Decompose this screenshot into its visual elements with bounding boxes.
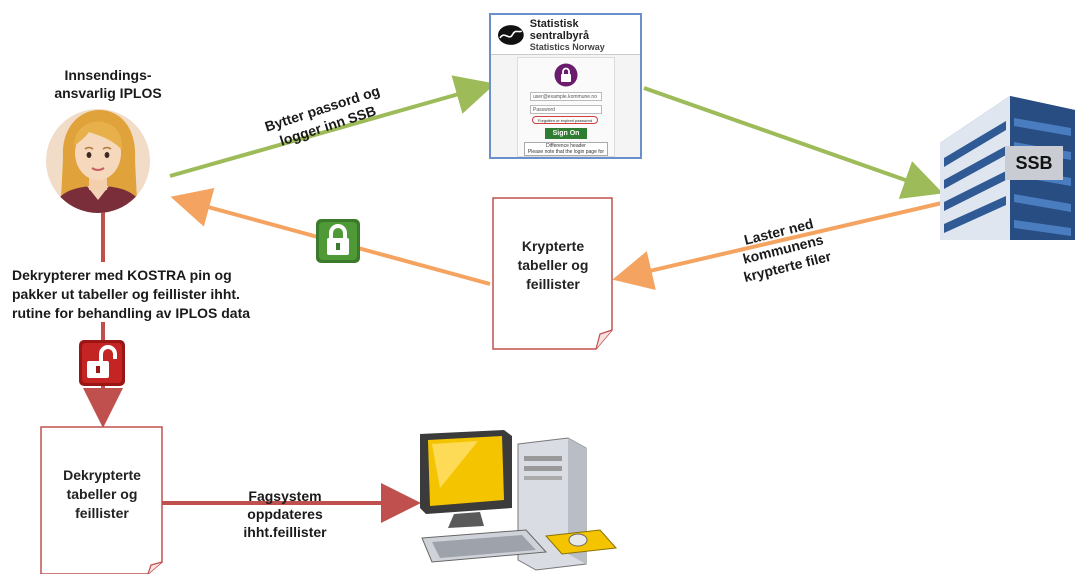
ssb-label: SSB [1005,146,1063,180]
login-username-field[interactable]: user@example.kommune.no [530,92,602,101]
step-update-label: Fagsystem oppdateres ihht.feillister [243,488,327,540]
person-label: Innsendings- ansvarlig IPLOS [54,67,162,101]
step-decrypt-label: Dekrypterer med KOSTRA pin og pakker ut … [12,267,251,321]
login-sign-on-button[interactable]: Sign On [545,128,587,139]
ssb-logo-icon [497,24,524,45]
login-brand-title: Statistisk sentralbyrå [529,17,590,42]
decrypted-document [40,426,163,574]
login-screenshot: Statistisk sentralbyrå Statistics Norway… [489,13,642,159]
login-lock-icon [554,63,578,87]
login-brand-subtitle: Statistics Norway [529,41,605,52]
login-password-field[interactable]: Password [530,105,602,114]
encrypted-document-text: Krypterte tabeller og feillister [517,238,589,292]
woman-avatar-icon [41,108,155,214]
office-building-icon [940,88,1075,240]
encrypted-document [492,197,613,350]
login-notice: Difference header Please note that the l… [524,142,608,156]
desktop-computer-icon [418,430,618,574]
padlock-open-icon [79,340,125,386]
padlock-closed-icon [316,219,360,263]
login-forgot-link[interactable]: Forgotten or expired password [532,116,598,124]
arrow-person-to-login [169,75,496,178]
arrow-ssb-to-encrypted-doc [612,201,943,291]
login-header: Statistisk sentralbyrå Statistics Norway [491,15,640,55]
decrypted-document-text: Dekrypterte tabeller og feillister [63,467,141,521]
login-form: user@example.kommune.no Password Forgott… [517,57,615,157]
arrow-login-to-ssb [643,86,944,199]
